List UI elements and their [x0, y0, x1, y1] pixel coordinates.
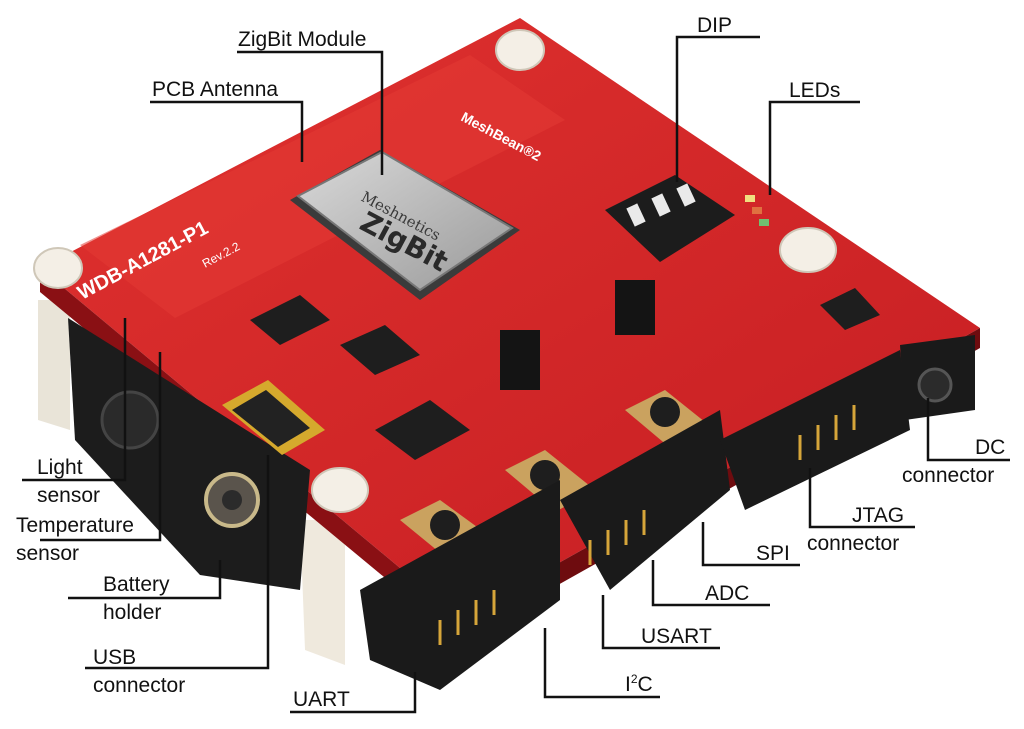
callout-i2c-main: I — [625, 673, 631, 696]
header-pins — [438, 405, 856, 645]
leader-uart — [290, 672, 417, 714]
dip-switch — [605, 175, 735, 262]
leader-zigbit — [237, 50, 384, 175]
leader-dc — [926, 398, 1010, 462]
callout-usart: USART — [641, 625, 712, 648]
battery-holder — [68, 318, 310, 590]
leds — [745, 195, 769, 226]
callout-leds: LEDs — [789, 79, 841, 102]
callout-adc: ADC — [705, 582, 750, 605]
callout-dc-line2: connector — [902, 464, 995, 487]
callout-zigbit-module: ZigBit Module — [238, 28, 367, 51]
leader-jtag — [808, 468, 915, 529]
ics — [250, 288, 880, 460]
callout-usb-line2: connector — [93, 674, 186, 697]
callout-jtag-line2: connector — [807, 532, 900, 555]
callout-light-sensor-line1: Light — [37, 456, 83, 479]
callout-light-sensor-line2: sensor — [37, 484, 101, 507]
zigbit-module: Meshnetics ZigBit — [290, 150, 520, 300]
leader-lines — [22, 35, 1010, 714]
leader-temp-sensor — [40, 352, 162, 542]
standoffs — [38, 300, 345, 665]
leader-pcb-antenna — [150, 100, 304, 162]
callout-uart: UART — [293, 688, 350, 711]
callout-jtag-line1: JTAG — [852, 504, 905, 527]
callout-temp-sensor-line2: sensor — [16, 542, 80, 565]
usb-connector — [222, 380, 325, 455]
callout-dip: DIP — [697, 14, 733, 37]
dc-jack — [917, 367, 953, 403]
leader-dip — [675, 35, 760, 182]
callout-usb-line1: USB — [93, 646, 137, 669]
callout-i2c: I2C — [625, 672, 653, 697]
leader-adc — [651, 560, 770, 607]
leader-leds — [768, 100, 860, 195]
jumpers — [500, 280, 655, 390]
callout-spi: SPI — [756, 542, 790, 565]
callout-i2c-tail: C — [637, 673, 653, 696]
callout-battery-line2: holder — [103, 601, 162, 624]
leader-light-sensor — [22, 318, 127, 482]
edge-connectors — [360, 335, 975, 690]
callout-pcb-antenna: PCB Antenna — [152, 78, 279, 101]
leader-i2c — [543, 628, 660, 699]
leader-battery — [68, 560, 222, 600]
leader-usb — [85, 455, 270, 670]
callout-dc-line1: DC — [975, 436, 1006, 459]
callout-i2c-sup: 2 — [630, 672, 638, 686]
callout-temp-sensor-line1: Temperature — [16, 514, 134, 537]
standoff-caps — [33, 29, 837, 513]
leader-spi — [701, 522, 800, 567]
callout-battery-line1: Battery — [103, 573, 170, 596]
leader-usart — [601, 595, 720, 650]
